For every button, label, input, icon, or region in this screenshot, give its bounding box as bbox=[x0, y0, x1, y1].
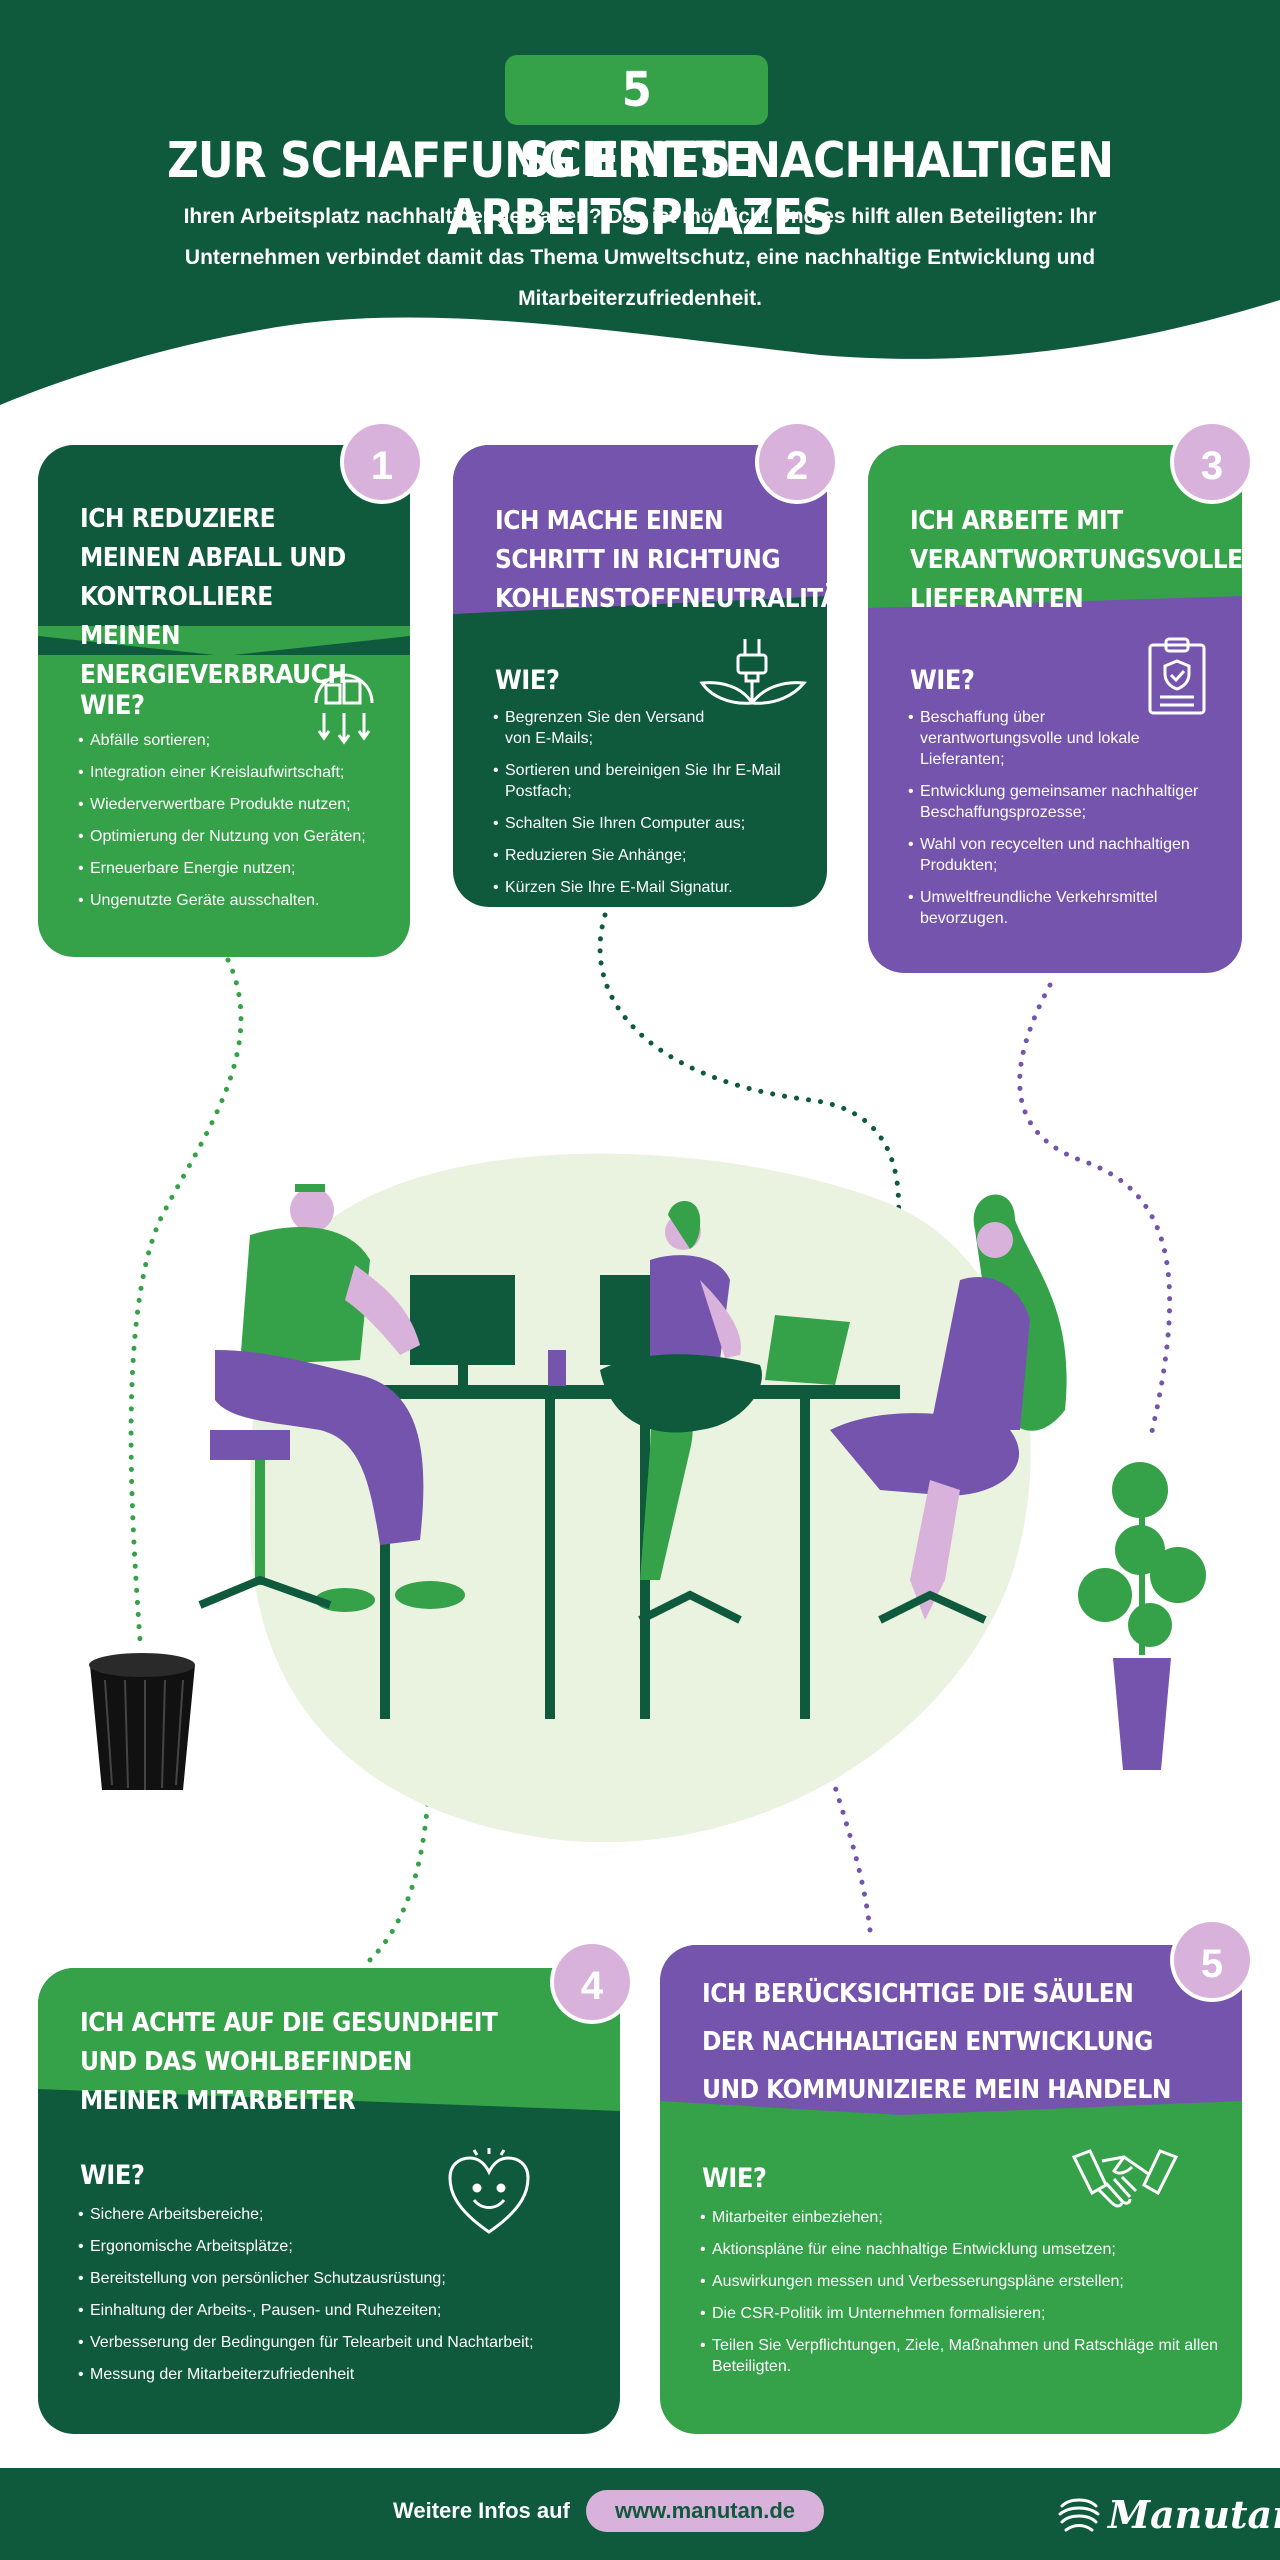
step-card-5: ICH BERÜCKSICHTIGE DIE SÄULEN DER NACHHA… bbox=[660, 1945, 1242, 2434]
list-item: Integration einer Kreislaufwirtschaft; bbox=[78, 762, 388, 783]
clipboard-shield-icon bbox=[1148, 637, 1206, 715]
footer-label: Weitere Infos auf bbox=[393, 2498, 570, 2523]
list-item: Abfälle sortieren; bbox=[78, 730, 388, 751]
list-item: Die CSR-Politik im Unternehmen formalisi… bbox=[700, 2303, 1220, 2324]
list-item: Aktionspläne für eine nachhaltige Entwic… bbox=[700, 2239, 1220, 2260]
list-item: Entwicklung gemeinsamer nachhaltiger Bes… bbox=[908, 781, 1208, 823]
list-item: Erneuerbare Energie nutzen; bbox=[78, 858, 388, 879]
step-number-2: 2 bbox=[755, 420, 839, 504]
list-item: Reduzieren Sie Anhänge; bbox=[493, 845, 813, 866]
step-list-4: Sichere Arbeitsbereiche; Ergonomische Ar… bbox=[78, 2204, 598, 2396]
step-card-1: ICH REDUZIERE MEINEN ABFALL UND KONTROLL… bbox=[38, 445, 410, 957]
step-wie-1: WIE? bbox=[80, 690, 145, 721]
header-pill: 5 SCHRITTE bbox=[505, 55, 768, 188]
list-item: Wahl von recycelten und nachhaltigen Pro… bbox=[908, 834, 1228, 876]
list-item: Kürzen Sie Ihre E-Mail Signatur. bbox=[493, 877, 813, 898]
list-item: Messung der Mitarbeiterzufriedenheit bbox=[78, 2364, 598, 2385]
office-illustration bbox=[89, 1153, 1206, 1843]
step-wie-2: WIE? bbox=[495, 665, 560, 696]
step-number-4: 4 bbox=[550, 1940, 634, 2024]
handshake-icon bbox=[1072, 2149, 1178, 2208]
step-wie-4: WIE? bbox=[80, 2160, 145, 2191]
step-title-2: ICH MACHE EINEN SCHRITT IN RICHTUNG KOHL… bbox=[495, 506, 827, 614]
list-item: Schalten Sie Ihren Computer aus; bbox=[493, 813, 813, 834]
list-item: Teilen Sie Verpflichtungen, Ziele, Maßna… bbox=[700, 2335, 1220, 2377]
eco-plug-icon bbox=[699, 639, 807, 705]
page-title: ZUR SCHAFFUNG EINES NACHHALTIGEN ARBEITS… bbox=[166, 132, 1114, 246]
step-list-3: Beschaffung über verantwortungsvolle und… bbox=[908, 707, 1228, 940]
manutan-logo-icon bbox=[1058, 2498, 1100, 2532]
step-number-1: 1 bbox=[340, 420, 424, 504]
footer: Weitere Infos auf www.manutan.de Manutan bbox=[0, 2468, 1280, 2560]
intro-text: Ihren Arbeitsplatz nachhaltiger gestalte… bbox=[183, 205, 1097, 310]
step-number-3: 3 bbox=[1170, 420, 1254, 504]
header-background bbox=[0, 0, 1280, 405]
list-item: Ergonomische Arbeitsplätze; bbox=[78, 2236, 598, 2257]
step-title-1: ICH REDUZIERE MEINEN ABFALL UND KONTROLL… bbox=[80, 504, 347, 690]
step-list-1: Abfälle sortieren; Integration einer Kre… bbox=[78, 730, 388, 922]
step-list-5: Mitarbeiter einbeziehen; Aktionspläne fü… bbox=[700, 2207, 1220, 2388]
list-item: Sortieren und bereinigen Sie Ihr E-Mail … bbox=[493, 760, 813, 802]
list-item: Einhaltung der Arbeits-, Pausen- und Ruh… bbox=[78, 2300, 598, 2321]
list-item: Verbesserung der Bedingungen für Telearb… bbox=[78, 2332, 598, 2353]
step-card-2: ICH MACHE EINEN SCHRITT IN RICHTUNG KOHL… bbox=[453, 445, 827, 907]
list-item: Wiederverwertbare Produkte nutzen; bbox=[78, 794, 388, 815]
list-item: Beschaffung über verantwortungsvolle und… bbox=[908, 707, 1158, 770]
step-wie-3: WIE? bbox=[910, 665, 975, 696]
step-title-3: ICH ARBEITE MIT VERANTWORTUNGSVOLLEN LIE… bbox=[910, 506, 1242, 614]
step-title-5: ICH BERÜCKSICHTIGE DIE SÄULEN DER NACHHA… bbox=[702, 1979, 1171, 2105]
step-list-2: Begrenzen Sie den Versand von E-Mails; S… bbox=[493, 707, 813, 907]
step-number-5: 5 bbox=[1170, 1918, 1254, 2002]
list-item: Bereitstellung von persönlicher Schutzau… bbox=[78, 2268, 598, 2289]
step-title-4: ICH ACHTE AUF DIE GESUNDHEIT UND DAS WOH… bbox=[80, 2008, 498, 2116]
list-item: Begrenzen Sie den Versand von E-Mails; bbox=[493, 707, 723, 749]
list-item: Auswirkungen messen und Verbesserungsplä… bbox=[700, 2271, 1220, 2292]
step-wie-5: WIE? bbox=[702, 2163, 767, 2194]
list-item: Sichere Arbeitsbereiche; bbox=[78, 2204, 598, 2225]
step-card-3: ICH ARBEITE MIT VERANTWORTUNGSVOLLEN LIE… bbox=[868, 445, 1242, 973]
list-item: Mitarbeiter einbeziehen; bbox=[700, 2207, 1220, 2228]
step-card-4: ICH ACHTE AUF DIE GESUNDHEIT UND DAS WOH… bbox=[38, 1968, 620, 2434]
smiling-heart-icon bbox=[448, 2148, 530, 2234]
brand-logo[interactable]: Manutan bbox=[1108, 2492, 1280, 2537]
list-item: Ungenutzte Geräte ausschalten. bbox=[78, 890, 388, 911]
footer-url-link[interactable]: www.manutan.de bbox=[586, 2490, 824, 2532]
list-item: Optimierung der Nutzung von Geräten; bbox=[78, 826, 388, 847]
list-item: Umweltfreundliche Verkehrsmittel bevorzu… bbox=[908, 887, 1208, 929]
